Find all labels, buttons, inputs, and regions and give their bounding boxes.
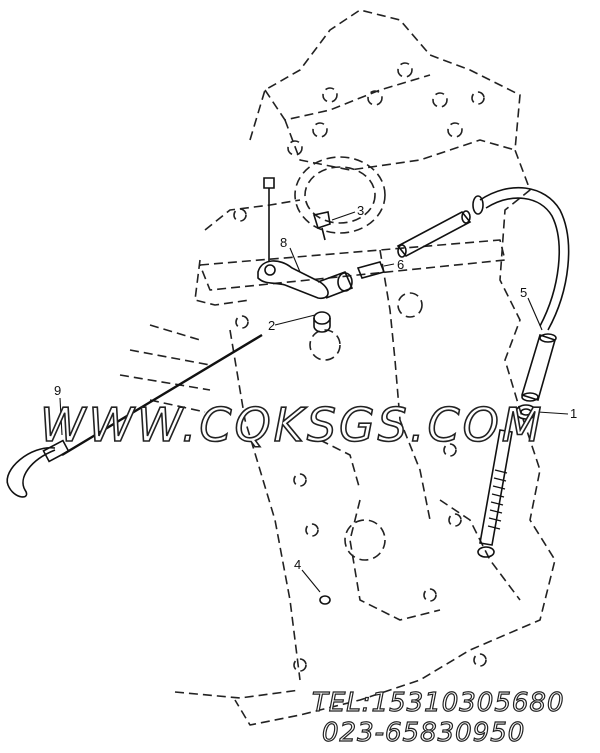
contact-tel: TEL:15310305680: [311, 687, 565, 718]
contact-phone: 023-65830950: [321, 717, 526, 748]
dipstick-rod: [61, 333, 263, 457]
round-port: [294, 156, 386, 234]
nut: [313, 311, 331, 325]
callout-3: 3: [357, 203, 365, 218]
threaded-adapter: [479, 429, 513, 546]
left-hatching: [119, 324, 211, 413]
callout-6: 6: [397, 257, 405, 272]
callout-5: 5: [520, 285, 528, 300]
callout-9: 9: [54, 383, 62, 398]
bolt: [263, 177, 275, 189]
callout-1: 1: [570, 406, 578, 421]
plug: [319, 595, 331, 605]
callout-4: 4: [294, 557, 302, 572]
leader-lines: [59, 211, 569, 593]
bolt-heads: [233, 62, 487, 672]
o-ring: [515, 404, 537, 420]
guide-tube: [521, 333, 556, 402]
callout-2: 2: [268, 318, 276, 333]
dipstick-handle: [6, 447, 56, 498]
watermark-url: WWW.CQKSGS.COM: [39, 397, 545, 453]
clamp-bracket: [257, 260, 329, 300]
engine-block-outline: [174, 9, 556, 726]
callout-8: 8: [280, 235, 288, 250]
guide-tube-bend: [479, 186, 570, 331]
guide-tube-upper: [396, 210, 472, 258]
